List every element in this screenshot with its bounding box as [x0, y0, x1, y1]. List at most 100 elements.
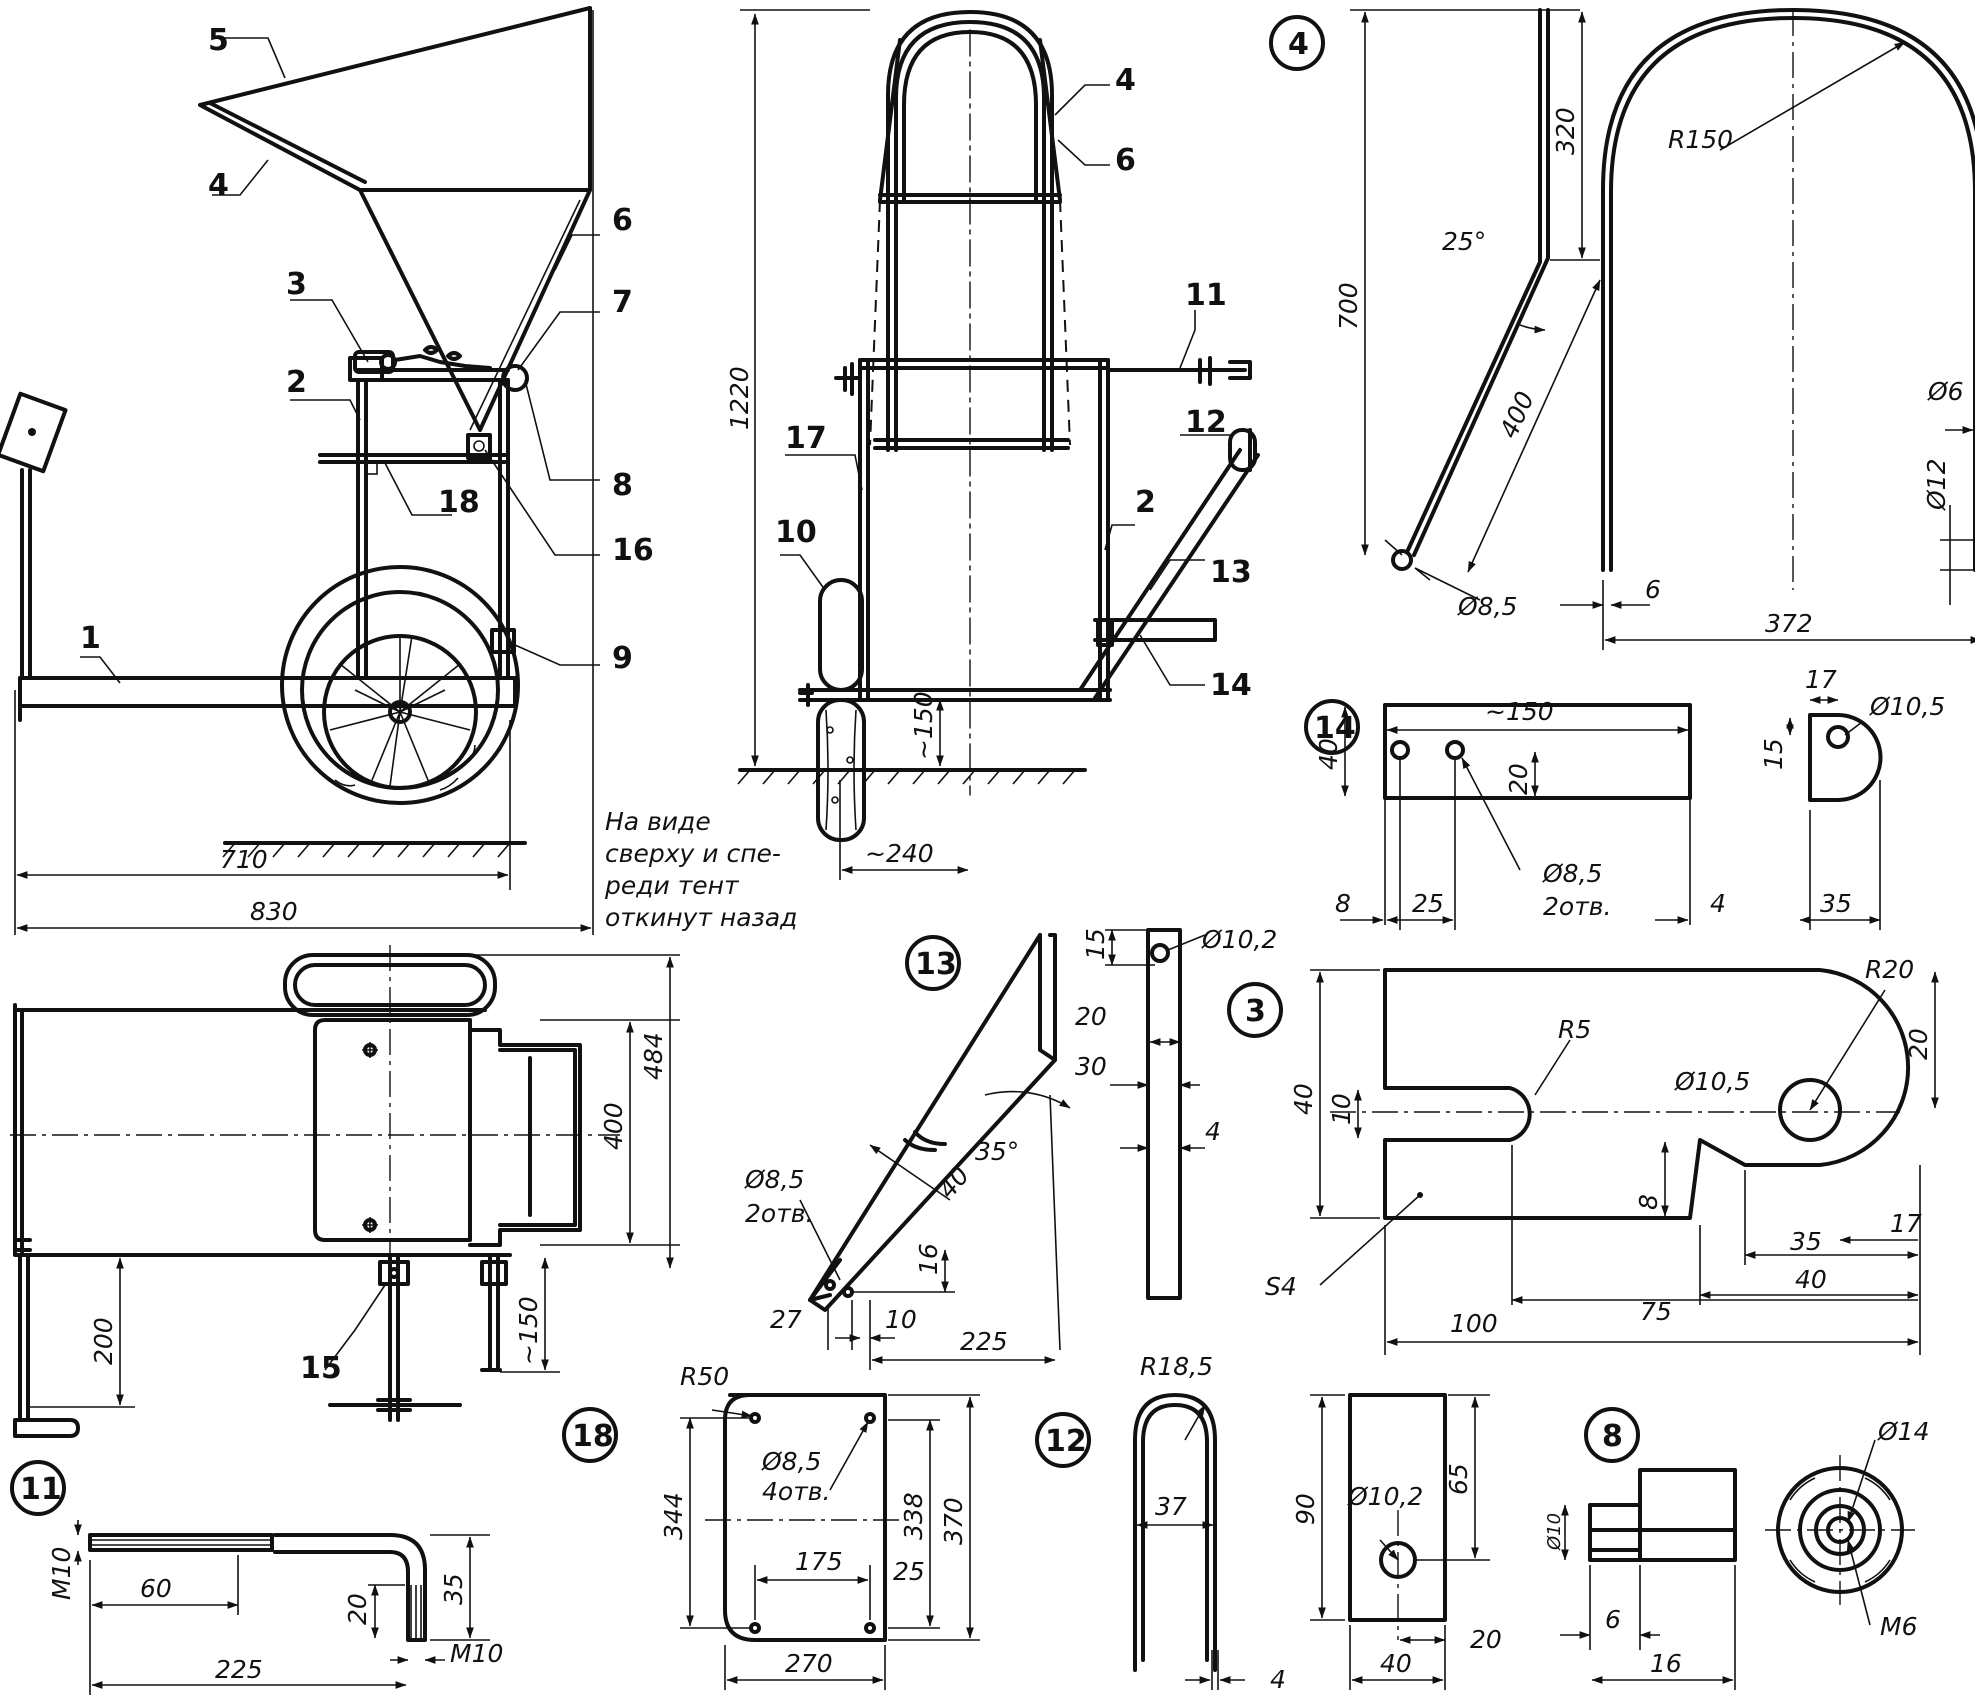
part3-dim-40: 40	[1289, 1083, 1318, 1115]
part13-dim-20: 20	[1075, 1002, 1107, 1031]
wheel-front-lower	[816, 698, 866, 842]
part13-dim-d10-2: Ø10,2	[1201, 925, 1277, 954]
part3-dim-100: 100	[1450, 1309, 1498, 1338]
part4-dim-6: 6	[1645, 575, 1661, 604]
callout-front-2: 2	[1135, 485, 1156, 520]
part-4-detail: 4 700 320 25° 400 Ø8,5 R150 Ø6 Ø12 6 372	[1269, 8, 1975, 650]
callout-front-14: 14	[1210, 668, 1252, 703]
wheel-spokes	[329, 635, 471, 787]
part18-dim-175: 175	[795, 1547, 843, 1576]
note-line-3: реди тент	[604, 871, 740, 900]
part13-dim-225: 225	[960, 1327, 1008, 1356]
callout-18: 18	[438, 485, 480, 520]
front-view: 4 6 11 12 17 2 13 10 14 1220 ~150 ~240	[725, 9, 1260, 880]
part14-dim-d10-5: Ø10,5	[1869, 692, 1945, 721]
part8-dim-6: 6	[1605, 1605, 1621, 1634]
part-11-detail: 11 M10 60 225 20 35 M10	[10, 1460, 503, 1695]
part4-dim-25deg: 25°	[1442, 227, 1486, 256]
part4-dim-320: 320	[1551, 107, 1580, 155]
plate-dim-65: 65	[1444, 1463, 1473, 1495]
part-4-id: 4	[1288, 27, 1309, 62]
callout-16: 16	[612, 533, 654, 568]
part8-dim-d14: Ø14	[1877, 1417, 1930, 1446]
callout-front-17: 17	[785, 421, 827, 456]
part14-dim-25: 25	[1412, 889, 1444, 918]
part4-dim-372: 372	[1765, 609, 1813, 638]
part18-dim-344: 344	[659, 1492, 688, 1540]
part4-dim-d8-5: Ø8,5	[1457, 592, 1517, 621]
part4-dim-d6: Ø6	[1927, 377, 1964, 406]
dim-400: 400	[599, 1102, 628, 1150]
part18-dim-270: 270	[785, 1649, 833, 1678]
part4-dim-d12: Ø12	[1922, 459, 1951, 512]
part-3-id: 3	[1245, 994, 1266, 1029]
callout-6: 6	[612, 203, 633, 238]
part11-dim-20: 20	[343, 1593, 372, 1625]
part14-dim-20: 20	[1504, 763, 1533, 795]
part3-dim-8: 8	[1634, 1194, 1663, 1210]
part3-dim-17: 17	[1890, 1209, 1922, 1238]
part14-dim-holes: 2отв.	[1543, 892, 1611, 921]
callout-front-4: 4	[1115, 63, 1136, 98]
part-3-detail: 3 R20 R5 Ø10,5 20 40 10 8 35 17 40 75 10…	[1227, 955, 1939, 1355]
part13-dim-holes: 2отв.	[745, 1199, 813, 1228]
part18-dim-25: 25	[893, 1557, 925, 1586]
note-line-4: откинут назад	[605, 903, 797, 932]
part-14-detail: 14 ~150 40 20 8 25 4 Ø8,5 2отв. 17 Ø10,5…	[1304, 665, 1945, 930]
part-8-id: 8	[1602, 1419, 1623, 1454]
part14-dim-d8-5: Ø8,5	[1542, 859, 1602, 888]
part-18-id: 18	[572, 1419, 614, 1454]
part8-dim-d10: Ø10	[1544, 1513, 1565, 1551]
callout-1: 1	[80, 621, 101, 656]
part3-dim-s4: S4	[1265, 1272, 1297, 1301]
part3-dim-10: 10	[1327, 1093, 1356, 1125]
part-13-id: 13	[915, 947, 957, 982]
dim-830: 830	[250, 897, 298, 926]
wheel-tire	[280, 565, 520, 805]
part11-dim-35: 35	[439, 1573, 468, 1605]
part14-dim-35: 35	[1820, 889, 1852, 918]
wheel-front-upper	[818, 578, 864, 692]
callout-front-10: 10	[775, 515, 817, 550]
dim-240: ~240	[865, 839, 934, 868]
part14-dim-150: ~150	[1485, 697, 1554, 726]
plate-dim-20: 20	[1470, 1625, 1502, 1654]
part13-dim-27: 27	[770, 1305, 802, 1334]
dim-1220: 1220	[725, 366, 754, 430]
callout-front-11: 11	[1185, 278, 1227, 313]
part11-dim-225: 225	[215, 1655, 263, 1684]
dim-top-150: ~150	[514, 1296, 543, 1365]
part13-dim-15: 15	[1081, 928, 1110, 960]
plate-dim-90: 90	[1291, 1493, 1320, 1525]
part13-dim-40: 40	[932, 1161, 975, 1204]
tag-plate	[0, 391, 68, 474]
part-18-detail: 18 R50 Ø8,5 4отв. 344 338 370 175 25 270	[562, 1362, 980, 1690]
part3-dim-40b: 40	[1795, 1265, 1827, 1294]
part18-dim-338: 338	[899, 1492, 928, 1540]
part11-dim-m10b: M10	[450, 1639, 503, 1668]
callout-8: 8	[612, 468, 633, 503]
side-view: 5 4 6 3 7 2 8 18 16 1 9 710 830 На виде …	[0, 6, 797, 935]
part12-dim-37: 37	[1155, 1492, 1187, 1521]
part-13-detail: 13 35° 40 Ø8,5 2отв. 16 27 10 225 Ø10,2	[744, 925, 1277, 1370]
part12-dim-4: 4	[1270, 1665, 1286, 1694]
part3-dim-35: 35	[1790, 1227, 1822, 1256]
callout-3: 3	[286, 267, 307, 302]
callout-front-13: 13	[1210, 555, 1252, 590]
part-12-id: 12	[1045, 1424, 1087, 1459]
plate-dim-d10-2: Ø10,2	[1347, 1482, 1423, 1511]
callout-front-12: 12	[1185, 405, 1227, 440]
part14-dim-15: 15	[1759, 738, 1788, 770]
part4-dim-r150: R150	[1668, 125, 1733, 154]
part13-dim-30: 30	[1075, 1052, 1107, 1081]
part4-dim-700: 700	[1334, 282, 1363, 330]
part18-dim-370: 370	[939, 1497, 968, 1545]
part12-dim-r18-5: R18,5	[1140, 1352, 1213, 1381]
part8-dim-m6: M6	[1880, 1612, 1917, 1641]
callout-5: 5	[208, 23, 229, 58]
dim-710: 710	[220, 845, 268, 874]
part14-dim-8: 8	[1335, 889, 1351, 918]
dim-484: 484	[639, 1032, 668, 1080]
callout-15: 15	[300, 1351, 342, 1386]
